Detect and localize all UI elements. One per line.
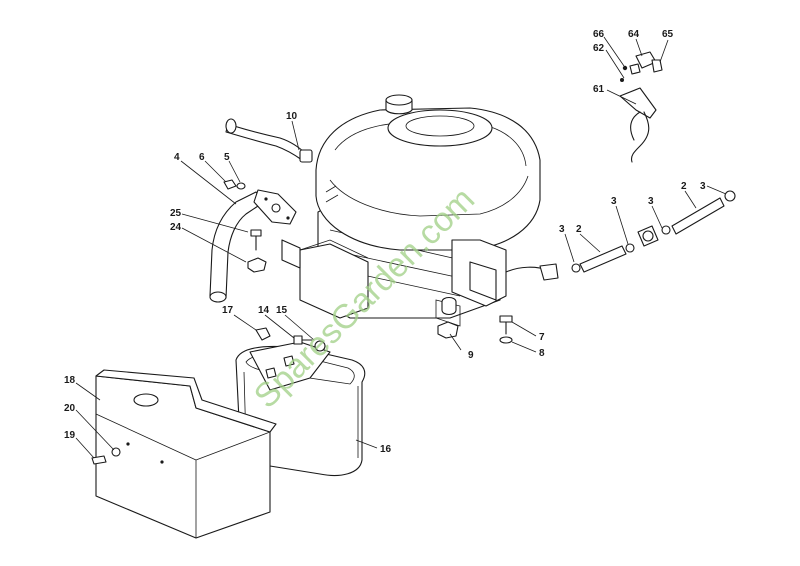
callout-3b: 3 bbox=[611, 196, 617, 207]
callout-14: 14 bbox=[258, 305, 270, 316]
callout-5: 5 bbox=[224, 152, 230, 163]
bolt-7 bbox=[499, 315, 513, 335]
callout-65: 65 bbox=[662, 29, 674, 40]
bolt-25 bbox=[250, 229, 262, 251]
breather-hose bbox=[225, 118, 313, 163]
screw-19 bbox=[91, 455, 107, 465]
callout-25: 25 bbox=[170, 208, 182, 219]
washer-5 bbox=[236, 182, 246, 190]
callout-16: 16 bbox=[380, 444, 392, 455]
callout-8: 8 bbox=[539, 348, 545, 359]
heat-shield bbox=[95, 369, 277, 539]
exhaust-pipe bbox=[209, 189, 297, 303]
callout-61: 61 bbox=[593, 84, 605, 95]
callout-20: 20 bbox=[64, 403, 76, 414]
nut-24 bbox=[247, 257, 267, 273]
throttle-cable bbox=[619, 51, 663, 163]
engine bbox=[281, 94, 549, 327]
callout-6: 6 bbox=[199, 152, 205, 163]
callout-3d: 3 bbox=[700, 181, 706, 192]
callout-62: 62 bbox=[593, 43, 605, 54]
callout-7: 7 bbox=[539, 332, 545, 343]
leader-lines bbox=[75, 36, 727, 459]
callout-10: 10 bbox=[286, 111, 298, 122]
callout-3a: 3 bbox=[559, 224, 565, 235]
callout-66: 66 bbox=[593, 29, 605, 40]
screw-17 bbox=[255, 327, 271, 341]
washer-8 bbox=[499, 336, 513, 344]
callout-64: 64 bbox=[628, 29, 640, 40]
callout-2a: 2 bbox=[576, 224, 582, 235]
screw-14 bbox=[293, 335, 313, 345]
callout-18: 18 bbox=[64, 375, 76, 386]
callout-2b: 2 bbox=[681, 181, 687, 192]
callout-24: 24 bbox=[170, 222, 182, 233]
callout-3c: 3 bbox=[648, 196, 654, 207]
callout-15: 15 bbox=[276, 305, 288, 316]
fuel-line bbox=[539, 190, 736, 281]
washer-15 bbox=[314, 340, 326, 352]
callout-19: 19 bbox=[64, 430, 76, 441]
callout-17: 17 bbox=[222, 305, 234, 316]
callout-9: 9 bbox=[468, 350, 474, 361]
screw-6 bbox=[223, 179, 237, 190]
nut-9 bbox=[437, 321, 459, 339]
callout-4: 4 bbox=[174, 152, 180, 163]
callout-labels: 2 2 3 3 3 3 4 5 6 7 8 9 10 14 15 16 17 1… bbox=[64, 29, 706, 455]
